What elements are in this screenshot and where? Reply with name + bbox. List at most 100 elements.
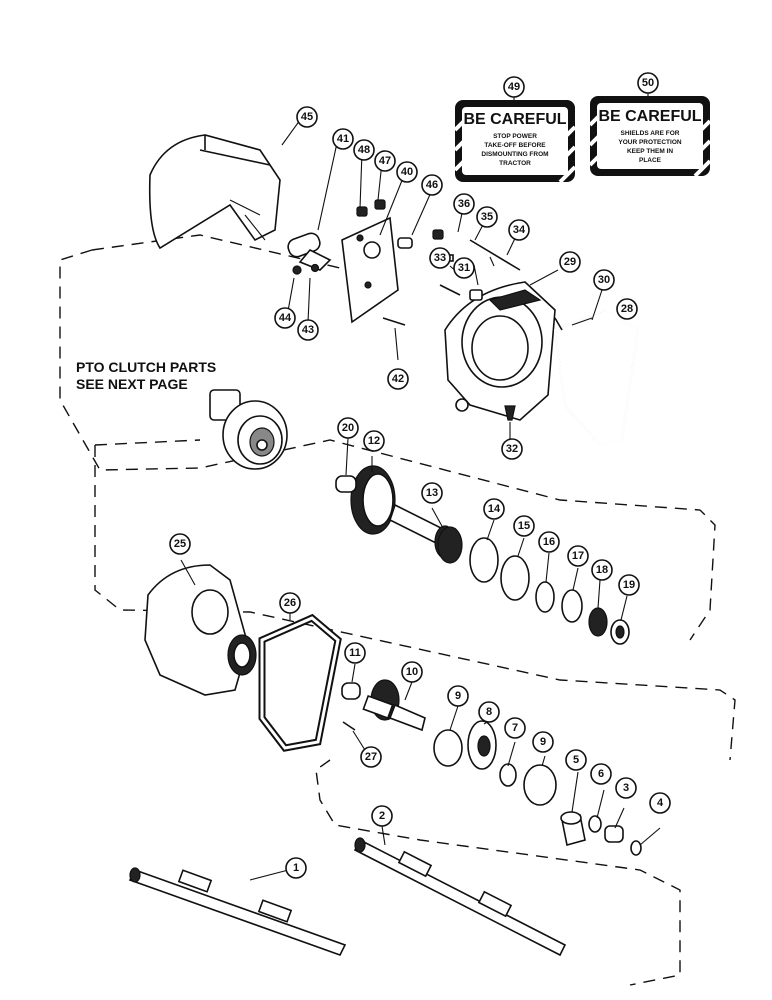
bearing-cone-18 (588, 607, 608, 637)
bearing-cup-14 (469, 537, 499, 583)
callout-label: 1 (293, 862, 299, 874)
callout-44: 44 (274, 307, 296, 329)
decal-50: 50 BE CAREFUL SHIELDS ARE FOR YOUR PROTE… (588, 72, 712, 178)
callout-11: 11 (344, 642, 366, 664)
callout-35: 35 (476, 206, 498, 228)
callout-label: 34 (513, 224, 526, 236)
callout-16: 16 (538, 531, 560, 553)
callout-label: 20 (342, 422, 354, 434)
callout-label: 33 (434, 252, 446, 264)
callout-label: 48 (358, 144, 370, 156)
decal-50-title: BE CAREFUL (598, 108, 701, 125)
callout-label: 43 (302, 324, 314, 336)
callout-label: 9 (455, 690, 461, 702)
shaft-1 (128, 867, 347, 956)
callout-30: 30 (593, 269, 615, 291)
callout-label: 45 (301, 111, 313, 123)
bearing-8 (467, 720, 497, 770)
callout-34: 34 (508, 219, 530, 241)
decal-49-title: BE CAREFUL (463, 111, 566, 128)
callout-36: 36 (453, 193, 475, 215)
callout-29: 29 (559, 251, 581, 273)
decal-50-line: KEEP THEM IN (627, 148, 673, 155)
callout-12: 12 (363, 430, 385, 452)
bearing-cone-13 (437, 526, 463, 564)
callout-49: 49 (503, 76, 525, 98)
callout-33: 33 (429, 247, 451, 269)
callout-label: 27 (365, 751, 377, 763)
callout-label: 19 (623, 579, 635, 591)
callout-18: 18 (591, 559, 613, 581)
callout-label: 49 (508, 81, 520, 93)
callout-label: 14 (488, 503, 501, 515)
snap-ring-9b (523, 764, 557, 806)
callout-14: 14 (483, 498, 505, 520)
callout-17: 17 (567, 545, 589, 567)
callout-40: 40 (396, 161, 418, 183)
callout-label: 36 (458, 198, 470, 210)
callout-label: 8 (486, 706, 492, 718)
callout-label: 7 (512, 722, 518, 734)
callout-32: 32 (501, 438, 523, 460)
shift-bracket (287, 232, 332, 275)
pto-clutch-assembly (209, 389, 288, 470)
callout-1: 1 (285, 857, 307, 879)
callout-50: 50 (637, 72, 659, 94)
housing-gasket (553, 308, 640, 447)
callout-10: 10 (401, 661, 423, 683)
callout-4: 4 (649, 792, 671, 814)
callout-5: 5 (565, 749, 587, 771)
callout-31: 31 (453, 257, 475, 279)
callout-label: 40 (401, 166, 413, 178)
needle-bearing-20 (335, 475, 357, 493)
bearing-11 (341, 682, 361, 700)
stud-42 (382, 317, 406, 326)
snap-ring-16 (535, 581, 555, 613)
callout-label: 15 (518, 520, 530, 532)
callout-label: 10 (406, 666, 418, 678)
group-outline-lower (315, 759, 681, 986)
ring-4 (630, 840, 642, 856)
callout-20: 20 (337, 417, 359, 439)
group-outline-middle (94, 445, 736, 761)
callout-label: 35 (481, 211, 493, 223)
callout-label: 11 (349, 647, 361, 659)
callout-label: 6 (598, 768, 604, 780)
callout-label: 46 (426, 179, 438, 191)
callout-28: 28 (616, 298, 638, 320)
note-line-2: SEE NEXT PAGE (76, 376, 188, 392)
snap-ring-15 (500, 555, 530, 601)
nut-19 (610, 619, 630, 645)
callout-46: 46 (421, 174, 443, 196)
shaft-2 (353, 837, 567, 957)
rear-housing (444, 281, 556, 421)
callout-9b: 9 (532, 731, 554, 753)
callout-label: 41 (337, 133, 349, 145)
decal-50-line: YOUR PROTECTION (618, 139, 682, 146)
callout-15: 15 (513, 515, 535, 537)
callout-13: 13 (421, 482, 443, 504)
callout-25: 25 (169, 533, 191, 555)
callout-label: 28 (621, 303, 633, 315)
decal-50-line: PLACE (639, 157, 662, 164)
callout-48: 48 (353, 139, 375, 161)
callout-label: 2 (379, 810, 385, 822)
callout-label: 31 (458, 262, 470, 274)
callout-6: 6 (590, 763, 612, 785)
callout-label: 5 (573, 754, 579, 766)
decal-49-line: DISMOUNTING FROM (481, 151, 548, 158)
callout-26: 26 (279, 592, 301, 614)
group-outline-upper-top (91, 234, 341, 269)
callout-label: 50 (642, 77, 654, 89)
callout-8: 8 (478, 701, 500, 723)
callout-label: 9 (540, 736, 546, 748)
callout-label: 44 (279, 312, 292, 324)
bushing-3 (604, 825, 624, 843)
callout-label: 29 (564, 256, 576, 268)
small-nuts (356, 199, 413, 249)
callout-label: 42 (392, 373, 404, 385)
group-outline-middle-top (94, 439, 201, 446)
bearing-17 (561, 589, 583, 623)
bolt-27 (342, 721, 356, 731)
decal-50-line: SHIELDS ARE FOR (621, 130, 680, 137)
